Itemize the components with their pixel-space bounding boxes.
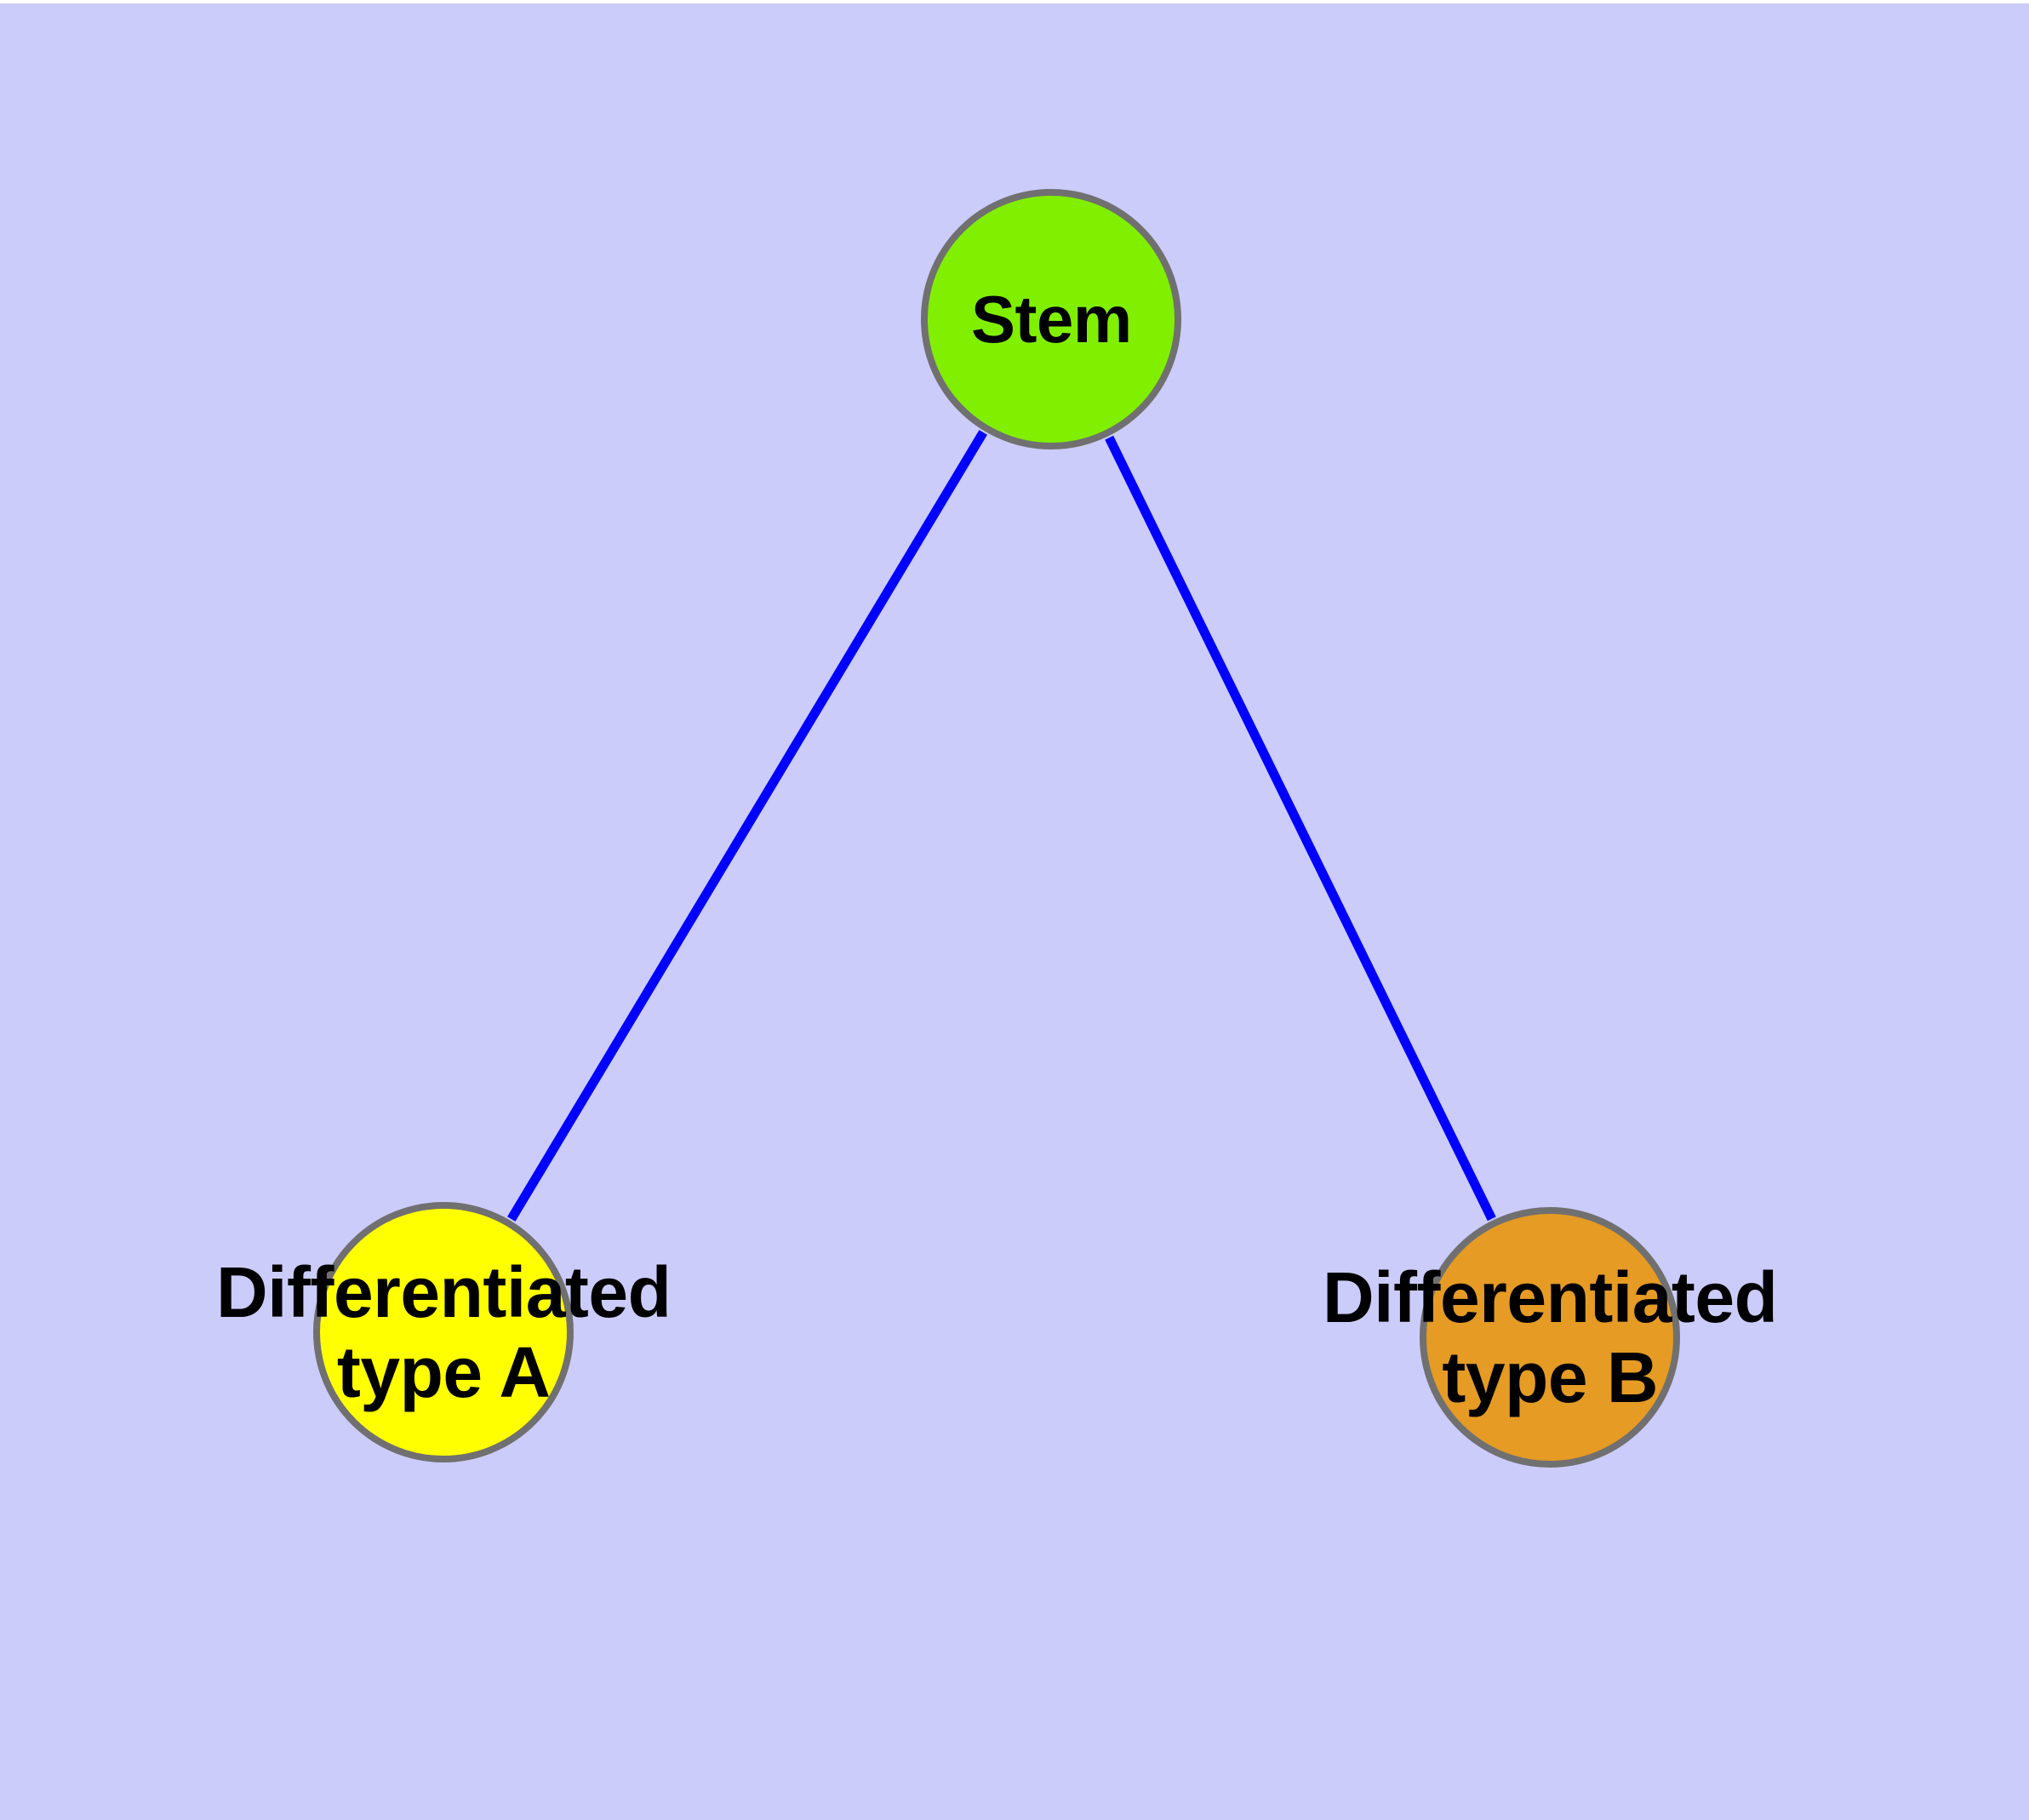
- graph-node-diff_b[interactable]: [1420, 1207, 1680, 1468]
- graph-node-diff_a[interactable]: [313, 1202, 574, 1462]
- graph-edge[interactable]: [507, 430, 987, 1222]
- graph-node-stem[interactable]: [921, 189, 1181, 449]
- graph-edge[interactable]: [1105, 435, 1496, 1222]
- node-layer: [313, 189, 1680, 1468]
- edge-layer: [507, 430, 1496, 1222]
